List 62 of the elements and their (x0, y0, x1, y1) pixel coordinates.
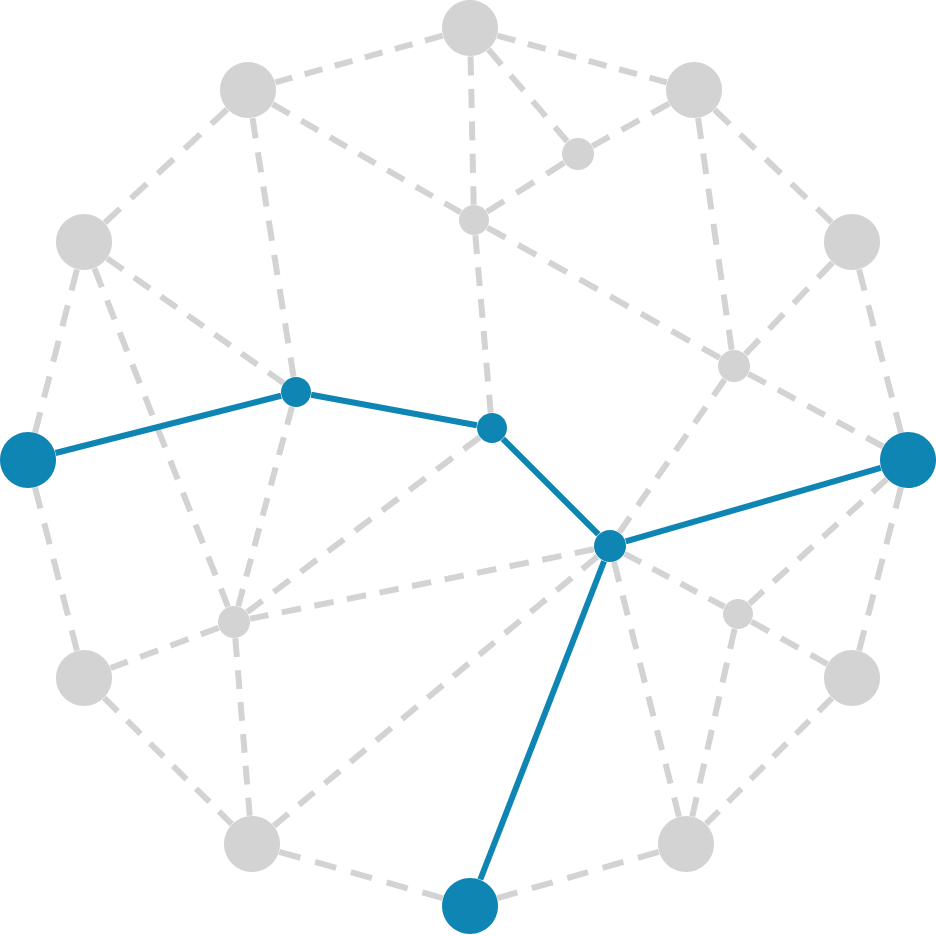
connector-line (102, 695, 234, 827)
connector-line (689, 628, 738, 817)
connector-line (624, 465, 882, 545)
connector-line (856, 486, 904, 652)
connector-line (278, 848, 444, 902)
connector-line (105, 255, 286, 386)
network-node (824, 650, 880, 706)
connector-line (477, 560, 607, 881)
connector-line (747, 371, 885, 450)
network-node (56, 214, 112, 270)
connector-line (102, 107, 230, 225)
connector-line (590, 101, 671, 149)
connector-line (249, 546, 595, 622)
network-node (594, 530, 626, 562)
network-node (666, 62, 722, 118)
connector-line (109, 624, 220, 671)
connector-line (485, 224, 722, 361)
network-node (218, 606, 250, 638)
connector-line (500, 436, 601, 537)
connector-line (249, 117, 297, 378)
connector-line (32, 486, 80, 652)
connector-line (472, 235, 494, 413)
connector-line (32, 268, 80, 434)
connector-line (712, 107, 834, 225)
connector-line (486, 47, 570, 144)
network-node (442, 0, 498, 56)
connector-line (271, 101, 463, 215)
connector-line (616, 377, 728, 535)
connector-line (310, 391, 478, 429)
connector-line (54, 392, 282, 456)
network-node (723, 599, 753, 629)
network-node (220, 62, 276, 118)
connector-line (611, 561, 682, 818)
network-node (0, 432, 56, 488)
network-node (824, 214, 880, 270)
connector-line (496, 32, 668, 86)
connector-line (235, 406, 295, 607)
connector-line (695, 117, 735, 351)
connector-line (485, 160, 566, 215)
connector-line (274, 32, 444, 86)
network-node (56, 650, 112, 706)
connector-line (749, 618, 829, 667)
network-node (880, 432, 936, 488)
connector-line (91, 267, 231, 608)
network-node (442, 878, 498, 934)
network-node (459, 205, 489, 235)
connector-line (245, 434, 482, 615)
network-node (718, 350, 750, 382)
network-node (477, 413, 507, 443)
network-node (281, 377, 311, 407)
connector-line (703, 695, 835, 827)
connector-line (271, 554, 600, 829)
network-node (658, 816, 714, 872)
connector-line (623, 551, 726, 610)
connector-line (496, 848, 660, 902)
connector-line (232, 638, 253, 816)
network-node (562, 138, 594, 170)
network-node (224, 816, 280, 872)
connector-line (467, 56, 477, 205)
connector-line (856, 268, 904, 434)
connector-line (743, 260, 835, 357)
connector-line (747, 476, 889, 606)
